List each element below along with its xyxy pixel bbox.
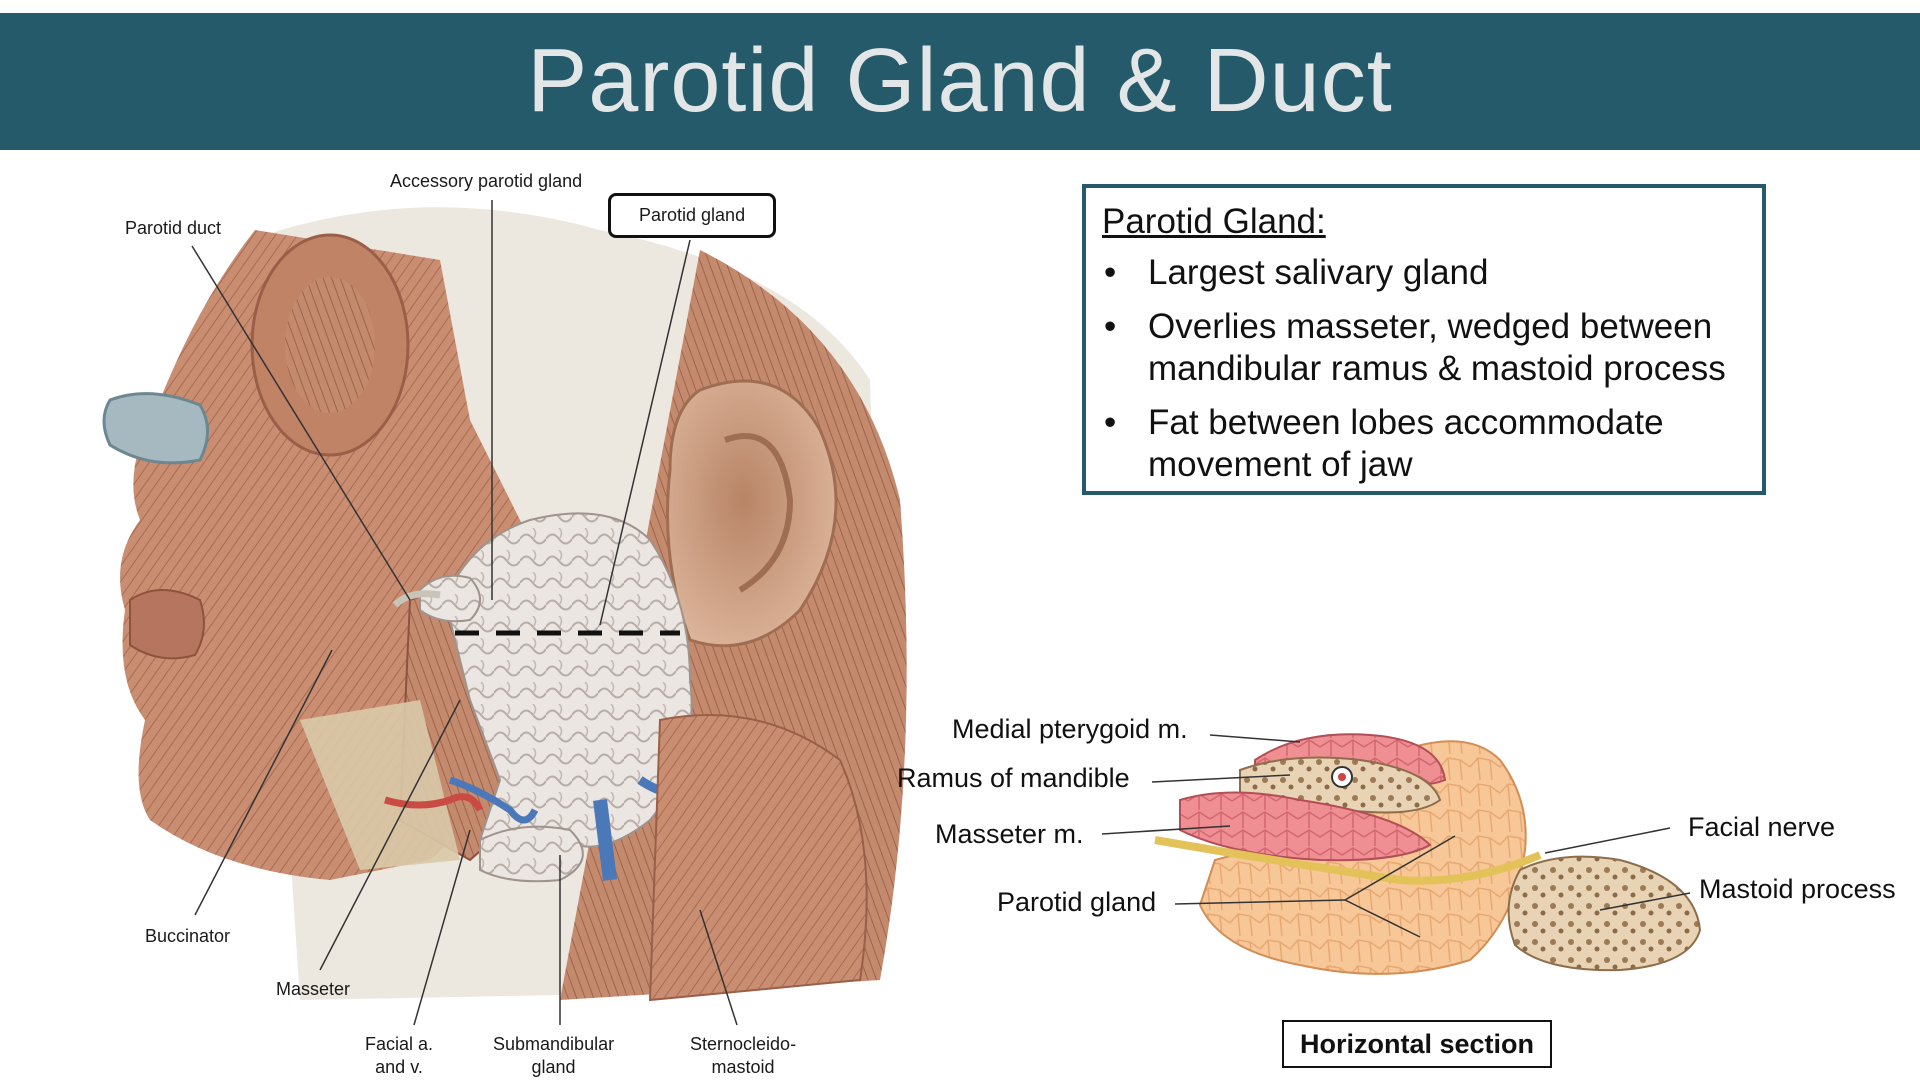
label-submandibular-line2: gland (531, 1057, 576, 1077)
label-sternocleido-line2: mastoid (711, 1057, 775, 1077)
label-submandibular-gland: Submandibular gland (493, 1033, 614, 1079)
label-facial-artery-line2: and v. (375, 1057, 423, 1077)
info-heading: Parotid Gland: (1102, 202, 1326, 241)
info-bullet: Overlies masseter, wedged between mandib… (1102, 306, 1746, 390)
label-buccinator: Buccinator (145, 926, 231, 946)
info-bullet-list: Largest salivary gland Overlies masseter… (1102, 252, 1746, 486)
info-bullet: Fat between lobes accommodate movement o… (1102, 402, 1746, 486)
label-accessory-parotid-gland: Accessory parotid gland (390, 171, 583, 191)
label-masseter: Masseter (276, 979, 351, 999)
label-facial-artery-vein: Facial a. and v. (365, 1033, 433, 1079)
label-masseter-m: Masseter m. (935, 819, 1084, 849)
info-bullet: Largest salivary gland (1102, 252, 1746, 294)
label-parotid-gland-section: Parotid gland (997, 887, 1157, 917)
label-facial-artery-line1: Facial a. (365, 1034, 434, 1054)
label-parotid-duct: Parotid duct (125, 218, 222, 238)
info-box: Parotid Gland: Largest salivary gland Ov… (1082, 184, 1766, 495)
label-sternocleido-line1: Sternocleido- (690, 1034, 797, 1054)
label-mastoid-process: Mastoid process (1699, 874, 1896, 904)
label-sternocleidomastoid: Sternocleido- mastoid (690, 1033, 796, 1079)
slide-title: Parotid Gland & Duct (527, 31, 1393, 131)
label-medial-pterygoid: Medial pterygoid m. (952, 714, 1188, 744)
label-facial-nerve: Facial nerve (1688, 812, 1836, 842)
label-submandibular-line1: Submandibular (493, 1034, 615, 1054)
label-ramus-of-mandible: Ramus of mandible (897, 763, 1130, 793)
horizontal-section-caption: Horizontal section (1282, 1020, 1552, 1068)
label-parotid-gland-boxed: Parotid gland (608, 193, 777, 238)
title-bar: Parotid Gland & Duct (0, 13, 1920, 150)
